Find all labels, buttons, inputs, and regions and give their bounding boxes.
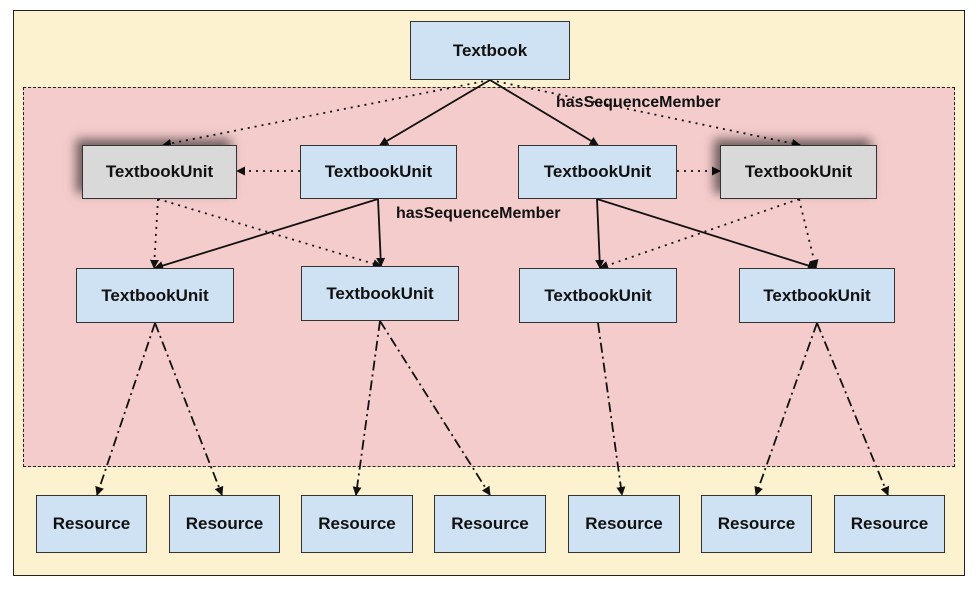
textbook-unit-sub-2: TextbookUnit	[301, 266, 459, 321]
edge-dotted-ghost-left-sub-1	[149, 198, 159, 269]
edge-resource-2	[154, 322, 224, 496]
textbook-unit-sub-1: TextbookUnit	[76, 268, 234, 323]
edge-label-top: hasSequenceMember	[556, 94, 721, 111]
resource-node-5: Resource	[568, 495, 680, 553]
edge-resource-1	[95, 322, 156, 496]
textbook-unit-ghost-right: TextbookUnit	[720, 145, 877, 199]
edge-textbook-unit-left	[379, 79, 491, 146]
textbook-unit-ghost-left: TextbookUnit	[82, 145, 237, 199]
textbook-unit-node-right: TextbookUnit	[518, 145, 677, 199]
edge-dotted-ghost-right-sub-3	[599, 198, 800, 270]
resource-node-1: Resource	[36, 495, 147, 553]
resource-node-2: Resource	[169, 495, 280, 553]
edge-resource-5	[597, 322, 626, 496]
edge-resource-6	[754, 322, 818, 496]
textbook-unit-node-left: TextbookUnit	[300, 145, 457, 199]
edge-unit-right-sub-4	[596, 198, 817, 270]
edge-unit-left-sub-2	[376, 198, 386, 267]
edge-dotted-textbook-ghost-right	[489, 79, 801, 148]
textbook-node: Textbook	[410, 21, 570, 80]
edge-resource-3	[352, 320, 381, 496]
resource-node-4: Resource	[434, 495, 546, 553]
edge-dotted-ghost-right-sub-4	[798, 198, 819, 269]
edge-dotted-textbook-ghost-left	[162, 79, 491, 148]
resource-node-3: Resource	[301, 495, 413, 553]
resource-node-7: Resource	[834, 495, 945, 553]
edge-resource-4	[379, 320, 491, 496]
edge-textbook-unit-right	[489, 79, 599, 146]
edge-unit-left-sub-1	[154, 198, 379, 270]
textbook-unit-sub-3: TextbookUnit	[519, 268, 677, 323]
edge-label-middle: hasSequenceMember	[396, 205, 561, 222]
resource-node-6: Resource	[701, 495, 812, 553]
textbook-unit-sub-4: TextbookUnit	[739, 268, 895, 323]
edge-unit-right-sub-3	[595, 198, 605, 269]
edge-resource-7	[816, 322, 890, 496]
